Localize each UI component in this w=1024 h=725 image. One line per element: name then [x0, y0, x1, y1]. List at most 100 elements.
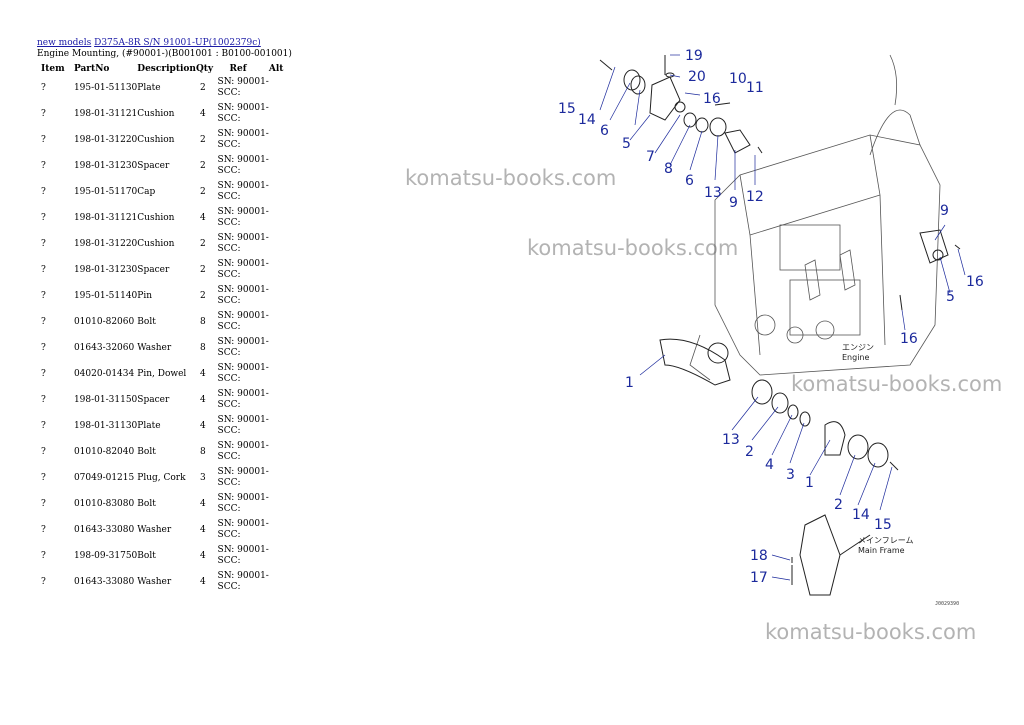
row-qty: 3: [199, 472, 206, 483]
row-description: Spacer: [137, 160, 170, 171]
row-qty: 8: [199, 316, 206, 327]
row-description: Spacer: [137, 264, 170, 275]
row-item: ?: [41, 160, 46, 171]
row-partno: 04020-01434: [73, 368, 135, 379]
row-ref: SN: 90001-SCC:: [217, 103, 269, 124]
row-partno: 195-01-51170: [73, 186, 138, 197]
row-ref: SN: 90001-SCC:: [217, 129, 269, 150]
row-description: Cushion: [137, 134, 175, 145]
row-ref: SN: 90001-SCC:: [217, 493, 269, 514]
breadcrumb-new-models-link[interactable]: new models: [37, 38, 92, 48]
callout-10[interactable]: 10: [729, 71, 747, 87]
row-item: ?: [41, 134, 46, 145]
callout-17[interactable]: 17: [750, 570, 768, 586]
row-qty: 4: [199, 576, 206, 587]
callout-14[interactable]: 14: [578, 112, 596, 128]
row-description: Washer: [137, 524, 172, 535]
leader-lines: [599, 54, 966, 581]
row-description: Cushion: [137, 108, 175, 119]
callout-15[interactable]: 15: [558, 101, 576, 117]
row-partno: 198-01-31121: [73, 108, 138, 119]
callout-3[interactable]: 3: [786, 467, 795, 483]
callout-13[interactable]: 13: [704, 185, 722, 201]
breadcrumb-model-link[interactable]: D375A-8R S/N 91001-UP(1002379c): [94, 38, 261, 48]
row-ref: SN: 90001-SCC:: [217, 311, 269, 332]
callout-9b[interactable]: 9: [940, 203, 949, 219]
callout-2[interactable]: 2: [745, 444, 754, 460]
callout-2b[interactable]: 2: [834, 497, 843, 513]
row-description: Spacer: [137, 394, 170, 405]
row-partno: 195-01-51140: [73, 290, 138, 301]
front-mount-drawing: [659, 338, 899, 596]
row-partno: 01010-83080: [73, 498, 135, 509]
callout-12[interactable]: 12: [746, 189, 764, 205]
row-alt: [269, 465, 287, 491]
figure-code: J0029390: [935, 601, 959, 607]
callout-20[interactable]: 20: [688, 69, 706, 85]
row-ref: SN: 90001-SCC:: [217, 233, 269, 254]
row-partno: 01643-33080: [73, 524, 135, 535]
row-description: Cushion: [137, 238, 175, 249]
callout-1b[interactable]: 1: [805, 475, 814, 491]
row-partno: 01010-82040: [73, 446, 135, 457]
row-description: Pin, Dowel: [137, 368, 187, 379]
row-ref: SN: 90001-SCC:: [217, 415, 269, 436]
callout-6[interactable]: 6: [600, 123, 609, 139]
row-partno: 195-01-51130: [73, 82, 138, 93]
callout-6b[interactable]: 6: [685, 173, 694, 189]
row-alt: [269, 569, 287, 595]
header-partno: PartNo: [73, 63, 110, 74]
row-partno: 07049-01215: [73, 472, 135, 483]
row-alt: [269, 205, 287, 231]
row-partno: 01643-32060: [73, 342, 135, 353]
callout-8[interactable]: 8: [664, 161, 673, 177]
callout-11[interactable]: 11: [746, 80, 764, 96]
row-description: Pin: [137, 290, 153, 301]
callout-18[interactable]: 18: [750, 548, 768, 564]
callout-16b[interactable]: 16: [966, 274, 984, 290]
row-alt: [269, 257, 287, 283]
row-item: ?: [41, 550, 46, 561]
row-ref: SN: 90001-SCC:: [217, 363, 269, 384]
callout-5b[interactable]: 5: [946, 289, 955, 305]
watermark-1: komatsu-books.com: [405, 166, 617, 190]
callout-16c[interactable]: 16: [900, 331, 918, 347]
row-qty: 2: [199, 82, 206, 93]
callout-1[interactable]: 1: [625, 375, 634, 391]
callout-5[interactable]: 5: [622, 136, 631, 152]
callout-13b[interactable]: 13: [722, 432, 740, 448]
row-ref: SN: 90001-SCC:: [217, 389, 269, 410]
rear-mount-drawing: [599, 55, 961, 311]
callout-4[interactable]: 4: [765, 457, 774, 473]
callout-7[interactable]: 7: [646, 149, 655, 165]
row-description: Cap: [137, 186, 156, 197]
engine-drawing: [689, 54, 941, 381]
row-alt: [269, 335, 287, 361]
header-alt: Alt: [268, 63, 284, 74]
callout-16[interactable]: 16: [703, 91, 721, 107]
row-qty: 4: [199, 498, 206, 509]
row-ref: SN: 90001-SCC:: [217, 337, 269, 358]
row-ref: SN: 90001-SCC:: [217, 181, 269, 202]
row-qty: 2: [199, 160, 206, 171]
row-partno: 198-01-31230: [73, 264, 138, 275]
row-item: ?: [41, 420, 46, 431]
row-item: ?: [41, 108, 46, 119]
callout-numbers: 19 20 10 11 15 14 16 6 5 7 8 6 13 9 12 9…: [558, 48, 984, 586]
row-qty: 2: [199, 290, 206, 301]
callout-15b[interactable]: 15: [874, 517, 892, 533]
callout-9[interactable]: 9: [729, 195, 738, 211]
parts-list-panel: new models D375A-8R S/N 91001-UP(1002379…: [37, 38, 292, 595]
row-item: ?: [41, 446, 46, 457]
row-alt: [269, 543, 287, 569]
header-item: Item: [41, 63, 65, 74]
callout-14b[interactable]: 14: [852, 507, 870, 523]
callout-19[interactable]: 19: [685, 48, 703, 64]
row-partno: 198-09-31750: [73, 550, 138, 561]
watermark-2: komatsu-books.com: [527, 236, 739, 260]
